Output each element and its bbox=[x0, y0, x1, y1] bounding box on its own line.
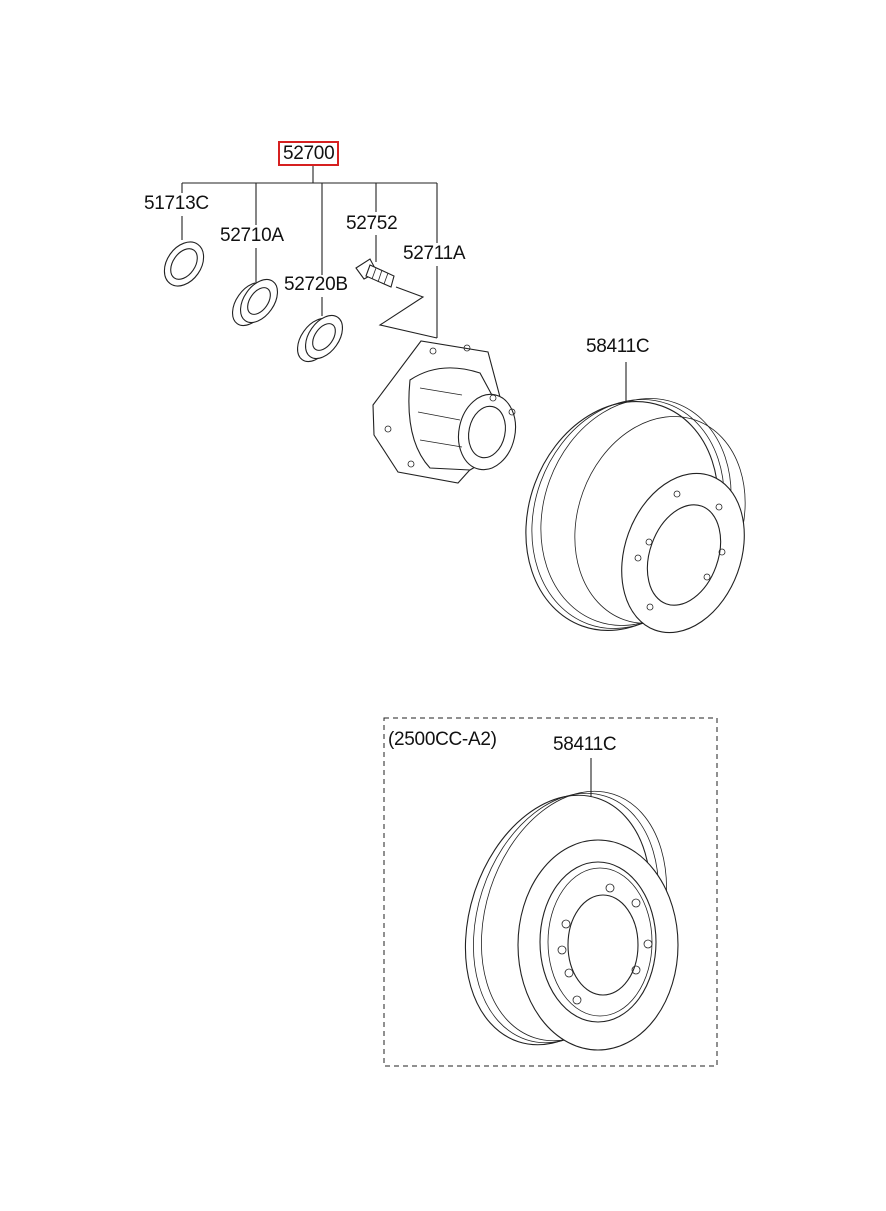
oil-seal-label[interactable]: 51713C bbox=[144, 193, 209, 214]
inner-bearing-drawing bbox=[296, 314, 344, 363]
variant-drum-bolt-holes bbox=[557, 883, 653, 1005]
hub-bolt-drawing bbox=[355, 258, 395, 288]
variant-brake-drum-drawing bbox=[464, 790, 679, 1051]
drum-bolt-holes bbox=[634, 490, 726, 611]
hub-label[interactable]: 52711A bbox=[403, 243, 466, 264]
outer-bearing-drawing bbox=[231, 278, 279, 327]
brake-drum-drawing bbox=[525, 398, 746, 634]
hub-drawing bbox=[372, 340, 517, 484]
outer-bearing-label[interactable]: 52710A bbox=[220, 225, 284, 246]
oil-seal-drawing bbox=[163, 241, 205, 287]
variant-box bbox=[383, 717, 718, 1067]
inner-bearing-label[interactable]: 52720B bbox=[284, 274, 348, 295]
variant-brake-drum-label[interactable]: 58411C bbox=[553, 734, 617, 755]
assembly-part-label[interactable]: 52700 bbox=[278, 141, 340, 166]
leader-lines bbox=[181, 166, 627, 803]
hub-bolt-label[interactable]: 52752 bbox=[346, 213, 398, 234]
brake-drum-label[interactable]: 58411C bbox=[586, 336, 650, 357]
variant-note: (2500CC-A2) bbox=[388, 729, 497, 750]
